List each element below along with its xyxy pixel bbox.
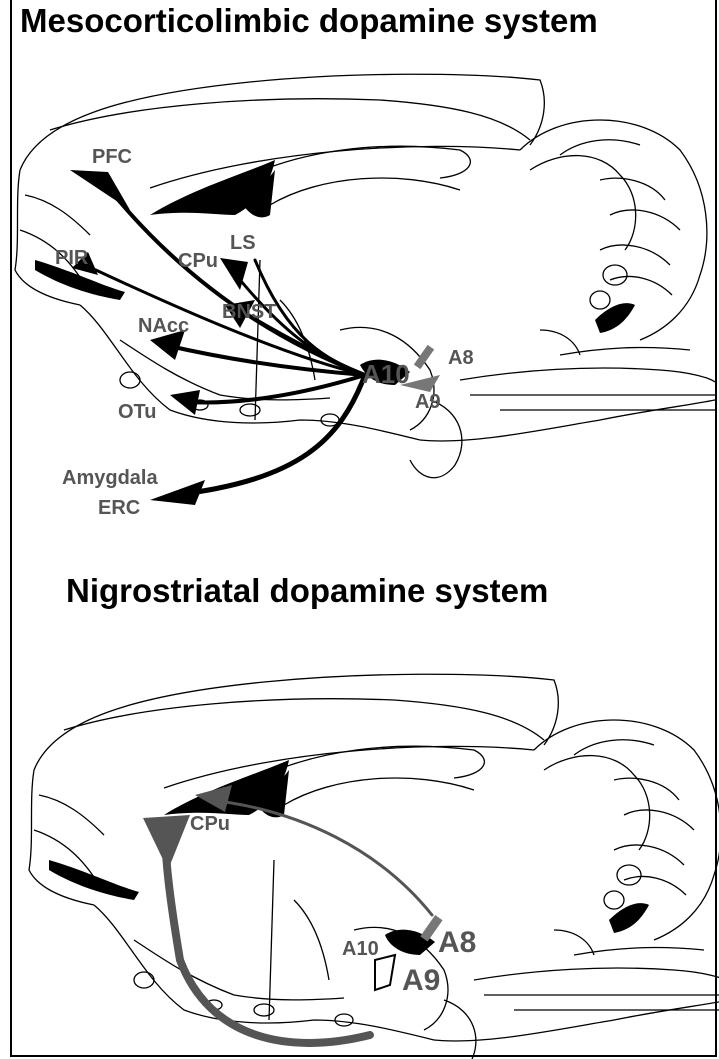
label-a10-top: A10 <box>362 359 410 389</box>
mesocorticolimbic-arrowheads <box>70 170 255 505</box>
label-cpu-bottom: CPu <box>190 813 230 835</box>
mesocorticolimbic-arrows <box>85 190 365 495</box>
label-nacc: NAcc <box>138 315 189 337</box>
label-bnst: BNST <box>222 301 276 323</box>
label-erc: ERC <box>98 497 140 519</box>
label-cpu-top: CPu <box>178 250 218 272</box>
label-a9-bottom: A9 <box>402 964 440 997</box>
label-a10-bottom: A10 <box>342 938 379 960</box>
nigrostriatal-arrows <box>165 800 432 1043</box>
label-pfc: PFC <box>92 146 132 168</box>
label-a9-top: A9 <box>415 391 441 413</box>
label-a8-top: A8 <box>448 347 474 369</box>
label-otu: OTu <box>118 401 157 423</box>
label-a8-bottom: A8 <box>438 926 476 959</box>
brain-outline-bottom <box>29 674 719 1059</box>
labels-bottom: CPu A10 A8 A9 <box>190 813 476 997</box>
label-ls: LS <box>230 232 256 254</box>
label-pir: PIR <box>55 247 89 269</box>
label-amygdala: Amygdala <box>62 467 158 489</box>
